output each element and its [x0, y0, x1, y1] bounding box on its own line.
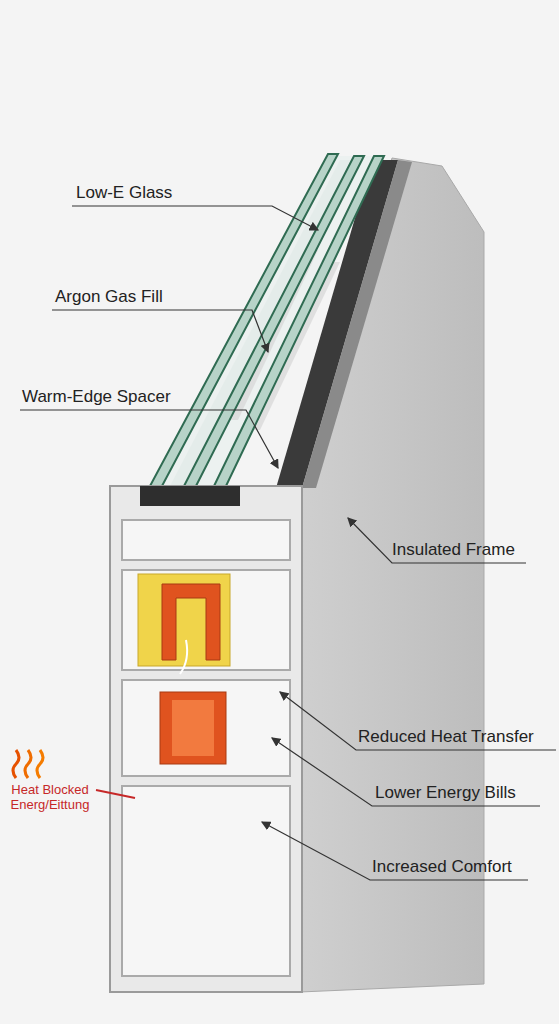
- benefit-label: Lower Energy Bills: [375, 783, 516, 803]
- part-label: Low-E Glass: [76, 183, 172, 203]
- part-label: Insulated Frame: [392, 540, 515, 560]
- benefit-label: Increased Comfort: [372, 857, 512, 877]
- heat-note: Heat Blocked Energ/Eittung: [4, 782, 96, 812]
- part-label: Argon Gas Fill: [55, 287, 163, 307]
- part-label: Warm-Edge Spacer: [22, 387, 171, 407]
- benefit-label: Reduced Heat Transfer: [358, 727, 534, 747]
